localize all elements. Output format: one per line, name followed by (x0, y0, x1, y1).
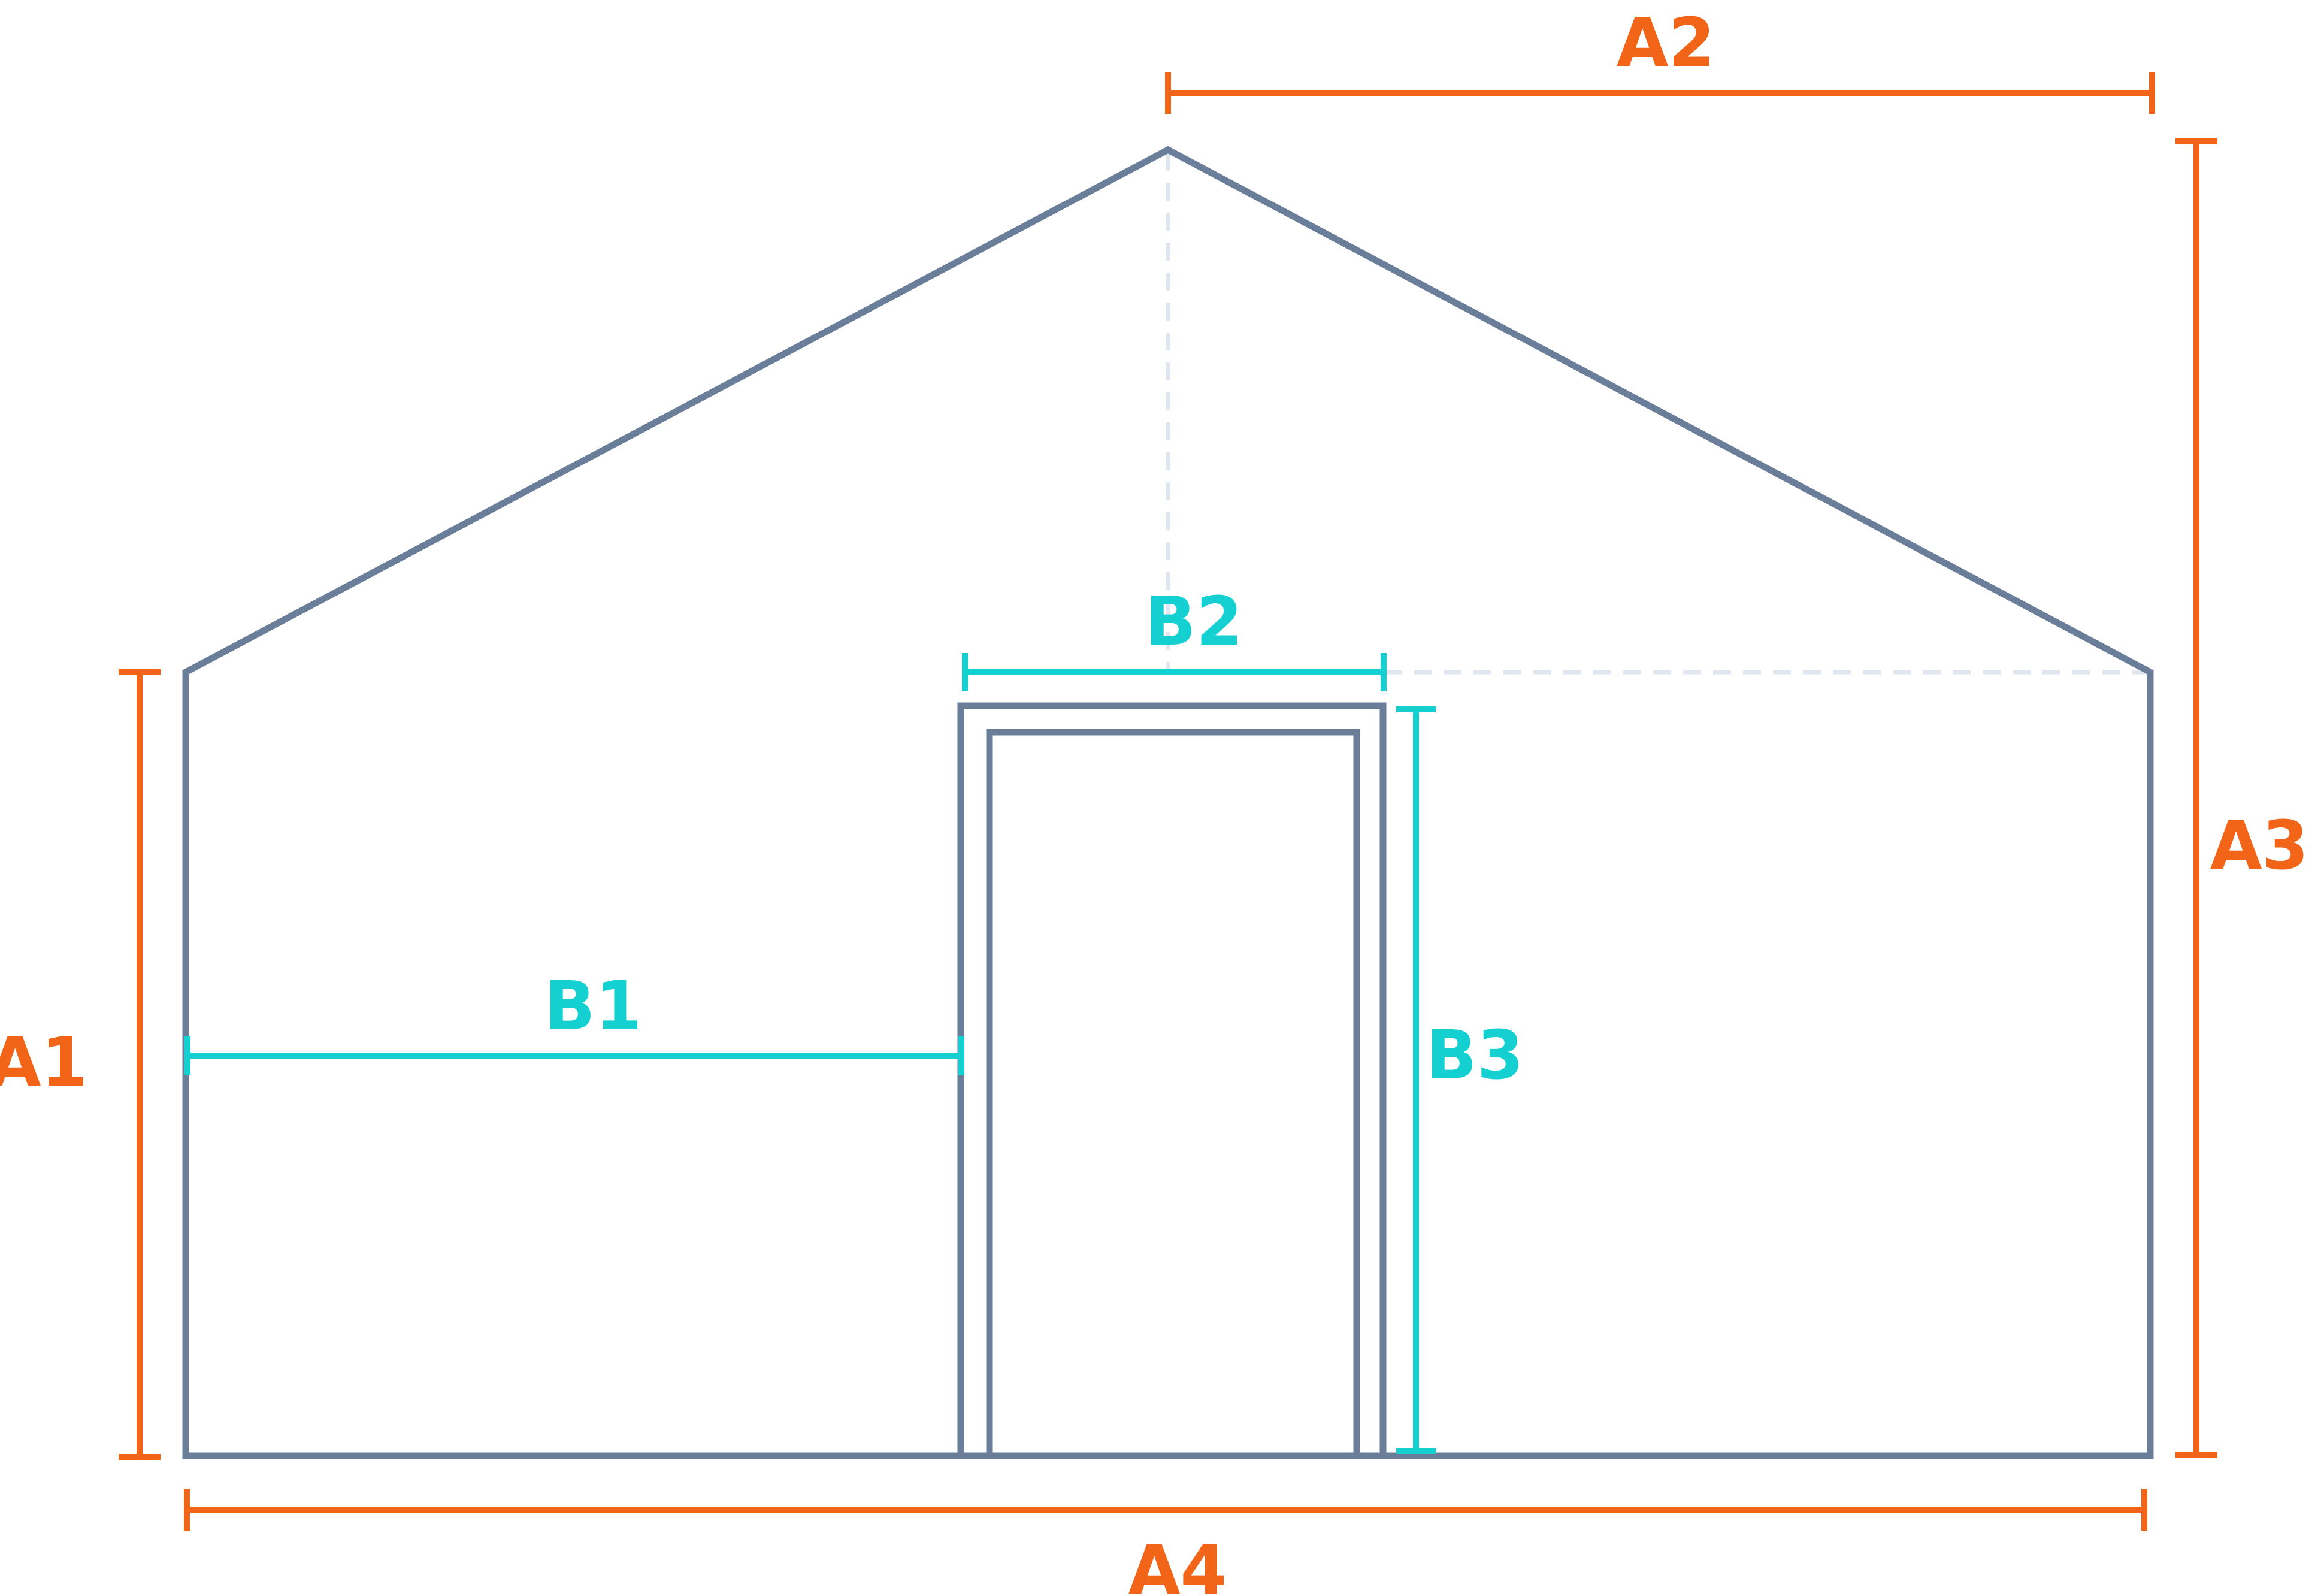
dimension-a3: A3 (2175, 138, 2309, 1458)
dimension-label-b3: B3 (1426, 1017, 1523, 1095)
door-frame-outer (957, 702, 1387, 1456)
dimension-label-b2: B2 (1145, 583, 1242, 661)
dimension-a2: A2 (1165, 4, 2155, 114)
building-outline (182, 146, 2154, 1459)
dimension-b3: B3 (1396, 706, 1524, 1454)
dimension-b1: B1 (184, 968, 964, 1075)
dimension-label-b1: B1 (544, 968, 641, 1045)
door-inner (986, 729, 1360, 1456)
dimension-b2: B2 (962, 583, 1387, 691)
dimension-a4: A4 (184, 1489, 2147, 1596)
dimension-a1: A1 (0, 669, 161, 1460)
dimension-label-a3: A3 (2210, 807, 2309, 885)
dimension-label-a1: A1 (0, 1024, 87, 1102)
dimension-label-a2: A2 (1617, 4, 1715, 82)
dimension-label-a4: A4 (1128, 1532, 1227, 1596)
